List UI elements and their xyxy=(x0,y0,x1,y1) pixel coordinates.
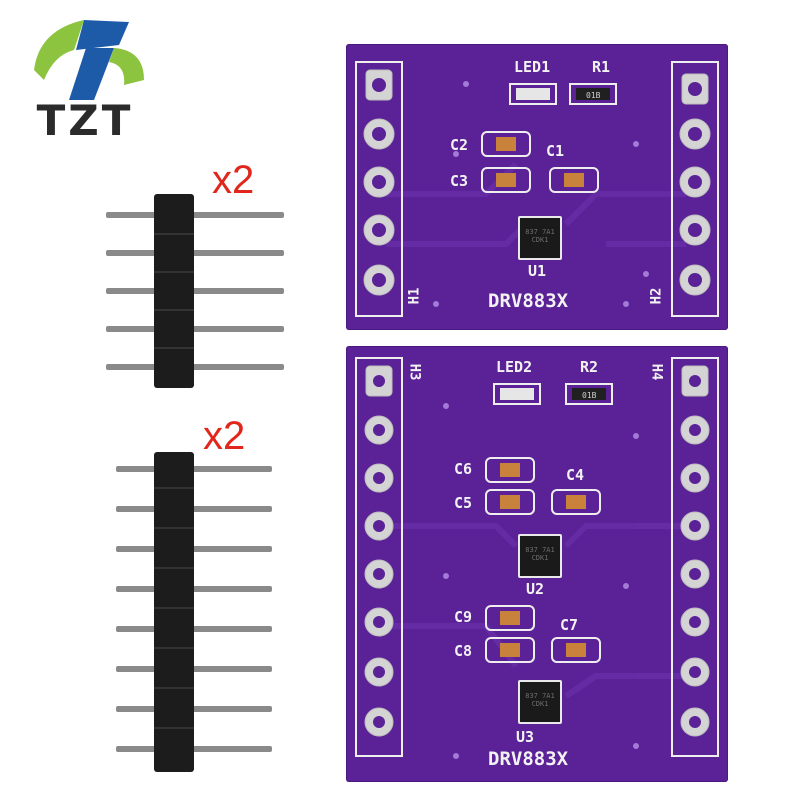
pin-header-5 xyxy=(106,192,284,392)
board-bottom-cap-c6: C6 xyxy=(454,460,473,478)
brand-name: TZT xyxy=(36,96,134,145)
board-top-cap-c3: C3 xyxy=(450,172,469,190)
board-top-resistor-code: 01B xyxy=(586,91,601,100)
board-bottom-header-left-label: H3 xyxy=(406,363,423,381)
quantity-label-top: x2 xyxy=(212,158,255,202)
pcb-board-bottom: LED2 R2 01B C6 C4 C5 837 7A1 CDK1 U2 C9 … xyxy=(346,346,728,782)
board-top-header-left-label: H1 xyxy=(406,287,423,305)
board-bottom-cap-c9: C9 xyxy=(454,608,473,626)
board-bottom-header-right-label: H4 xyxy=(648,363,665,381)
board-bottom-led-label: LED2 xyxy=(496,358,533,376)
board-top-chip-marking: 837 7A1 CDK1 xyxy=(525,228,555,244)
board-top-chip-u1: 837 7A1 CDK1 xyxy=(518,216,562,260)
board-bottom-resistor-code: 01B xyxy=(582,391,597,400)
board-top-chip-label: U1 xyxy=(528,262,547,280)
board-bottom-chip-u2: 837 7A1 CDK1 xyxy=(518,534,562,578)
board-top-header-right-label: H2 xyxy=(648,287,665,305)
board-bottom-chip-label-u3: U3 xyxy=(516,728,535,746)
board-bottom-chip-u3-marking: 837 7A1 CDK1 xyxy=(525,692,555,708)
board-top-led-label: LED1 xyxy=(514,58,551,76)
board-top-cap-c2: C2 xyxy=(450,136,469,154)
board-bottom-resistor-label: R2 xyxy=(580,358,599,376)
board-bottom-chip-label-u2: U2 xyxy=(526,580,545,598)
quantity-label-bottom: x2 xyxy=(203,414,246,458)
brand-logo xyxy=(14,10,164,160)
board-bottom-chip-u3: 837 7A1 CDK1 xyxy=(518,680,562,724)
board-bottom-cap-c5: C5 xyxy=(454,494,473,512)
board-top-part-label: DRV883X xyxy=(488,290,569,312)
board-top-resistor-label: R1 xyxy=(592,58,611,76)
pcb-board-top: LED1 R1 01B C2 C1 C3 837 7A1 CDK1 U1 DRV… xyxy=(346,44,728,330)
board-top-cap-c1: C1 xyxy=(546,142,565,160)
board-bottom-part-label: DRV883X xyxy=(488,748,569,770)
pin-header-8 xyxy=(116,452,272,774)
board-bottom-chip-u2-marking: 837 7A1 CDK1 xyxy=(525,546,555,562)
board-bottom-cap-c4: C4 xyxy=(566,466,585,484)
board-bottom-cap-c7: C7 xyxy=(560,616,579,634)
board-bottom-cap-c8: C8 xyxy=(454,642,473,660)
